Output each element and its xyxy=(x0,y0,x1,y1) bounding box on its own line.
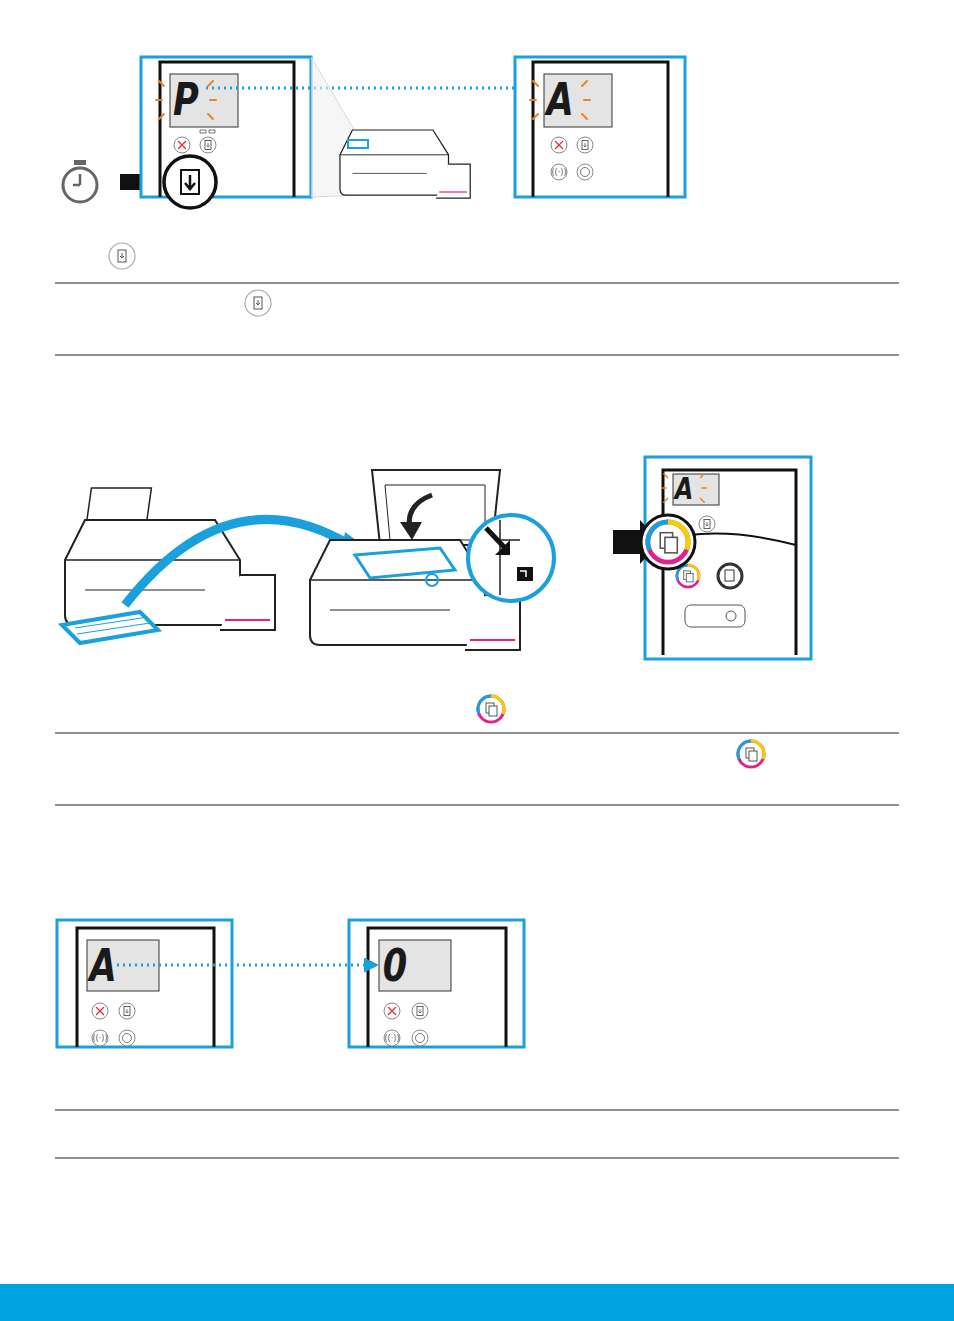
display-character: A xyxy=(546,78,573,122)
display-character: A xyxy=(89,944,116,988)
stopwatch-icon xyxy=(63,160,97,202)
display-character: 0 xyxy=(383,944,408,988)
display-character: A xyxy=(675,474,694,504)
display-character: P xyxy=(173,78,199,122)
